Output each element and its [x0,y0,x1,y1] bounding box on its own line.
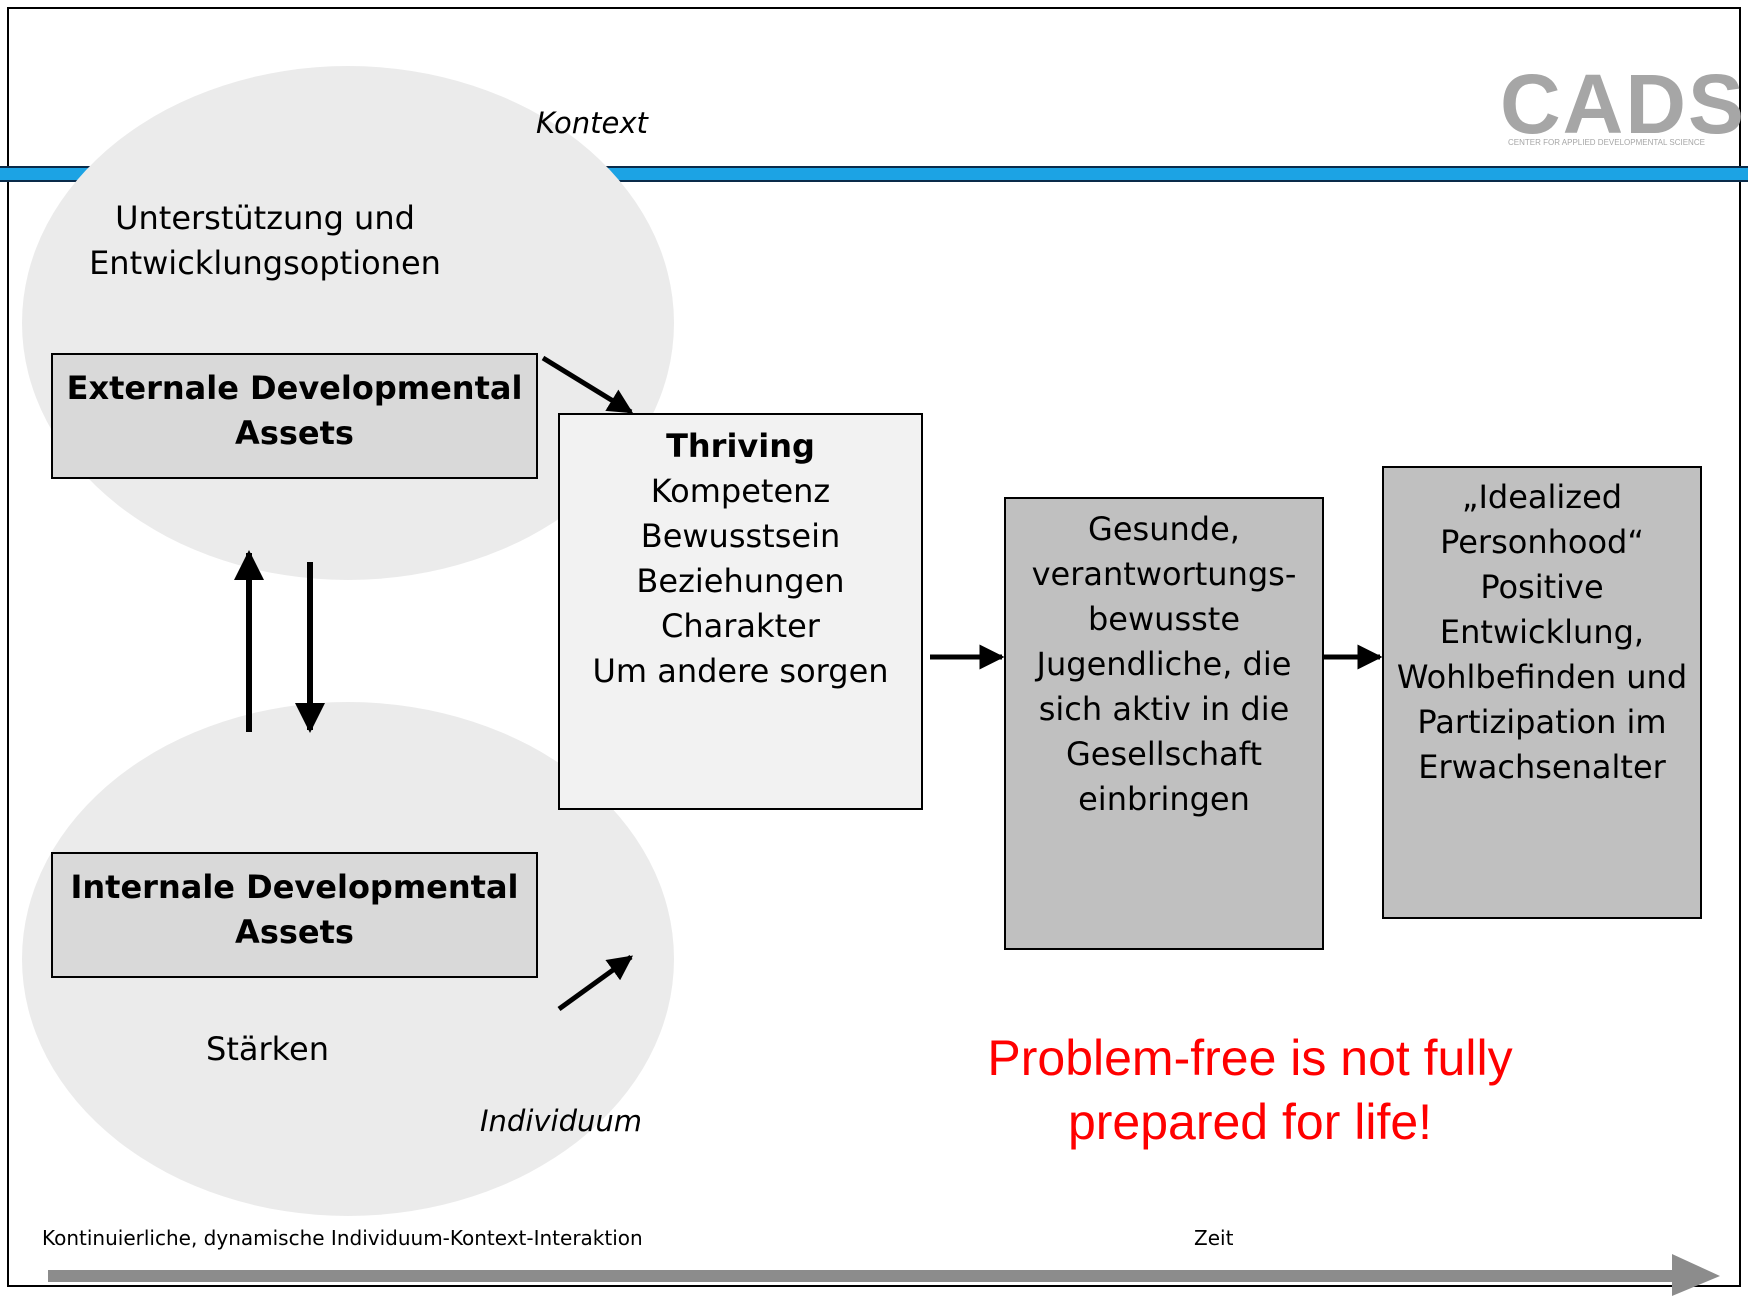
youth-line: einbringen [1078,780,1250,818]
youth-line: sich aktiv in die [1038,690,1290,728]
internal-assets-box: Internale Developmental Assets [51,852,538,978]
youth-line: verantwortungs- [1031,555,1297,593]
idealized-line: „Idealized [1461,478,1623,516]
time-arrow [48,1254,1720,1296]
individuum-label: Individuum [480,1104,643,1138]
thriving-item: Kompetenz [650,472,831,510]
idealized-personhood-box: „Idealized Personhood“ Positive Entwickl… [1382,466,1702,919]
slide-frame [7,7,1741,1287]
slogan: Problem-free is not fully prepared for l… [900,1026,1600,1154]
footer-left-label: Kontinuierliche, dynamische Individuum-K… [42,1226,643,1250]
footer-time-label: Zeit [1194,1226,1234,1250]
internal-assets-line1: Internale Developmental [70,868,519,906]
logo-text: CADS [1500,57,1747,151]
external-to-thriving-arrow [541,355,634,415]
youth-line: Gesunde, [1088,510,1240,548]
slogan-line2: prepared for life! [1067,1094,1433,1150]
thriving-item: Um andere sorgen [592,652,889,690]
internal-to-thriving-arrow [557,954,634,1012]
idealized-line: Entwicklung, [1439,613,1645,651]
idealized-line: Personhood“ [1440,523,1644,561]
thriving-item: Charakter [661,607,820,645]
support-label: Unterstützung und Entwicklungsoptionen [80,196,450,286]
thriving-item: Bewusstsein [640,517,841,555]
youth-line: bewusste [1087,600,1241,638]
idealized-line: Partizipation im [1417,703,1667,741]
staerken-label: Stärken [206,1030,329,1068]
thriving-box: Thriving Kompetenz Bewusstsein Beziehung… [558,413,923,810]
external-assets-line2: Assets [235,414,354,452]
youth-line: Jugendliche, die [1036,645,1292,683]
kontext-label: Kontext [536,106,648,140]
external-assets-box: Externale Developmental Assets [51,353,538,479]
internal-assets-line2: Assets [235,913,354,951]
youth-box: Gesunde, verantwortungs- bewusste Jugend… [1004,497,1324,950]
slogan-line1: Problem-free is not fully [987,1030,1513,1086]
external-assets-line1: Externale Developmental [66,369,523,407]
thriving-title: Thriving [666,427,815,465]
support-label-line2: Entwicklungsoptionen [89,244,441,282]
youth-line: Gesellschaft [1065,735,1263,773]
cads-logo: CADS CENTER FOR APPLIED DEVELOPMENTAL SC… [1500,57,1744,154]
idealized-line: Wohlbefinden und [1396,658,1688,696]
idealized-line: Erwachsenalter [1418,748,1666,786]
idealized-line: Positive [1480,568,1604,606]
thriving-item: Beziehungen [636,562,845,600]
logo-subtitle: CENTER FOR APPLIED DEVELOPMENTAL SCIENCE [1508,138,1705,147]
support-label-line1: Unterstützung und [115,199,415,237]
